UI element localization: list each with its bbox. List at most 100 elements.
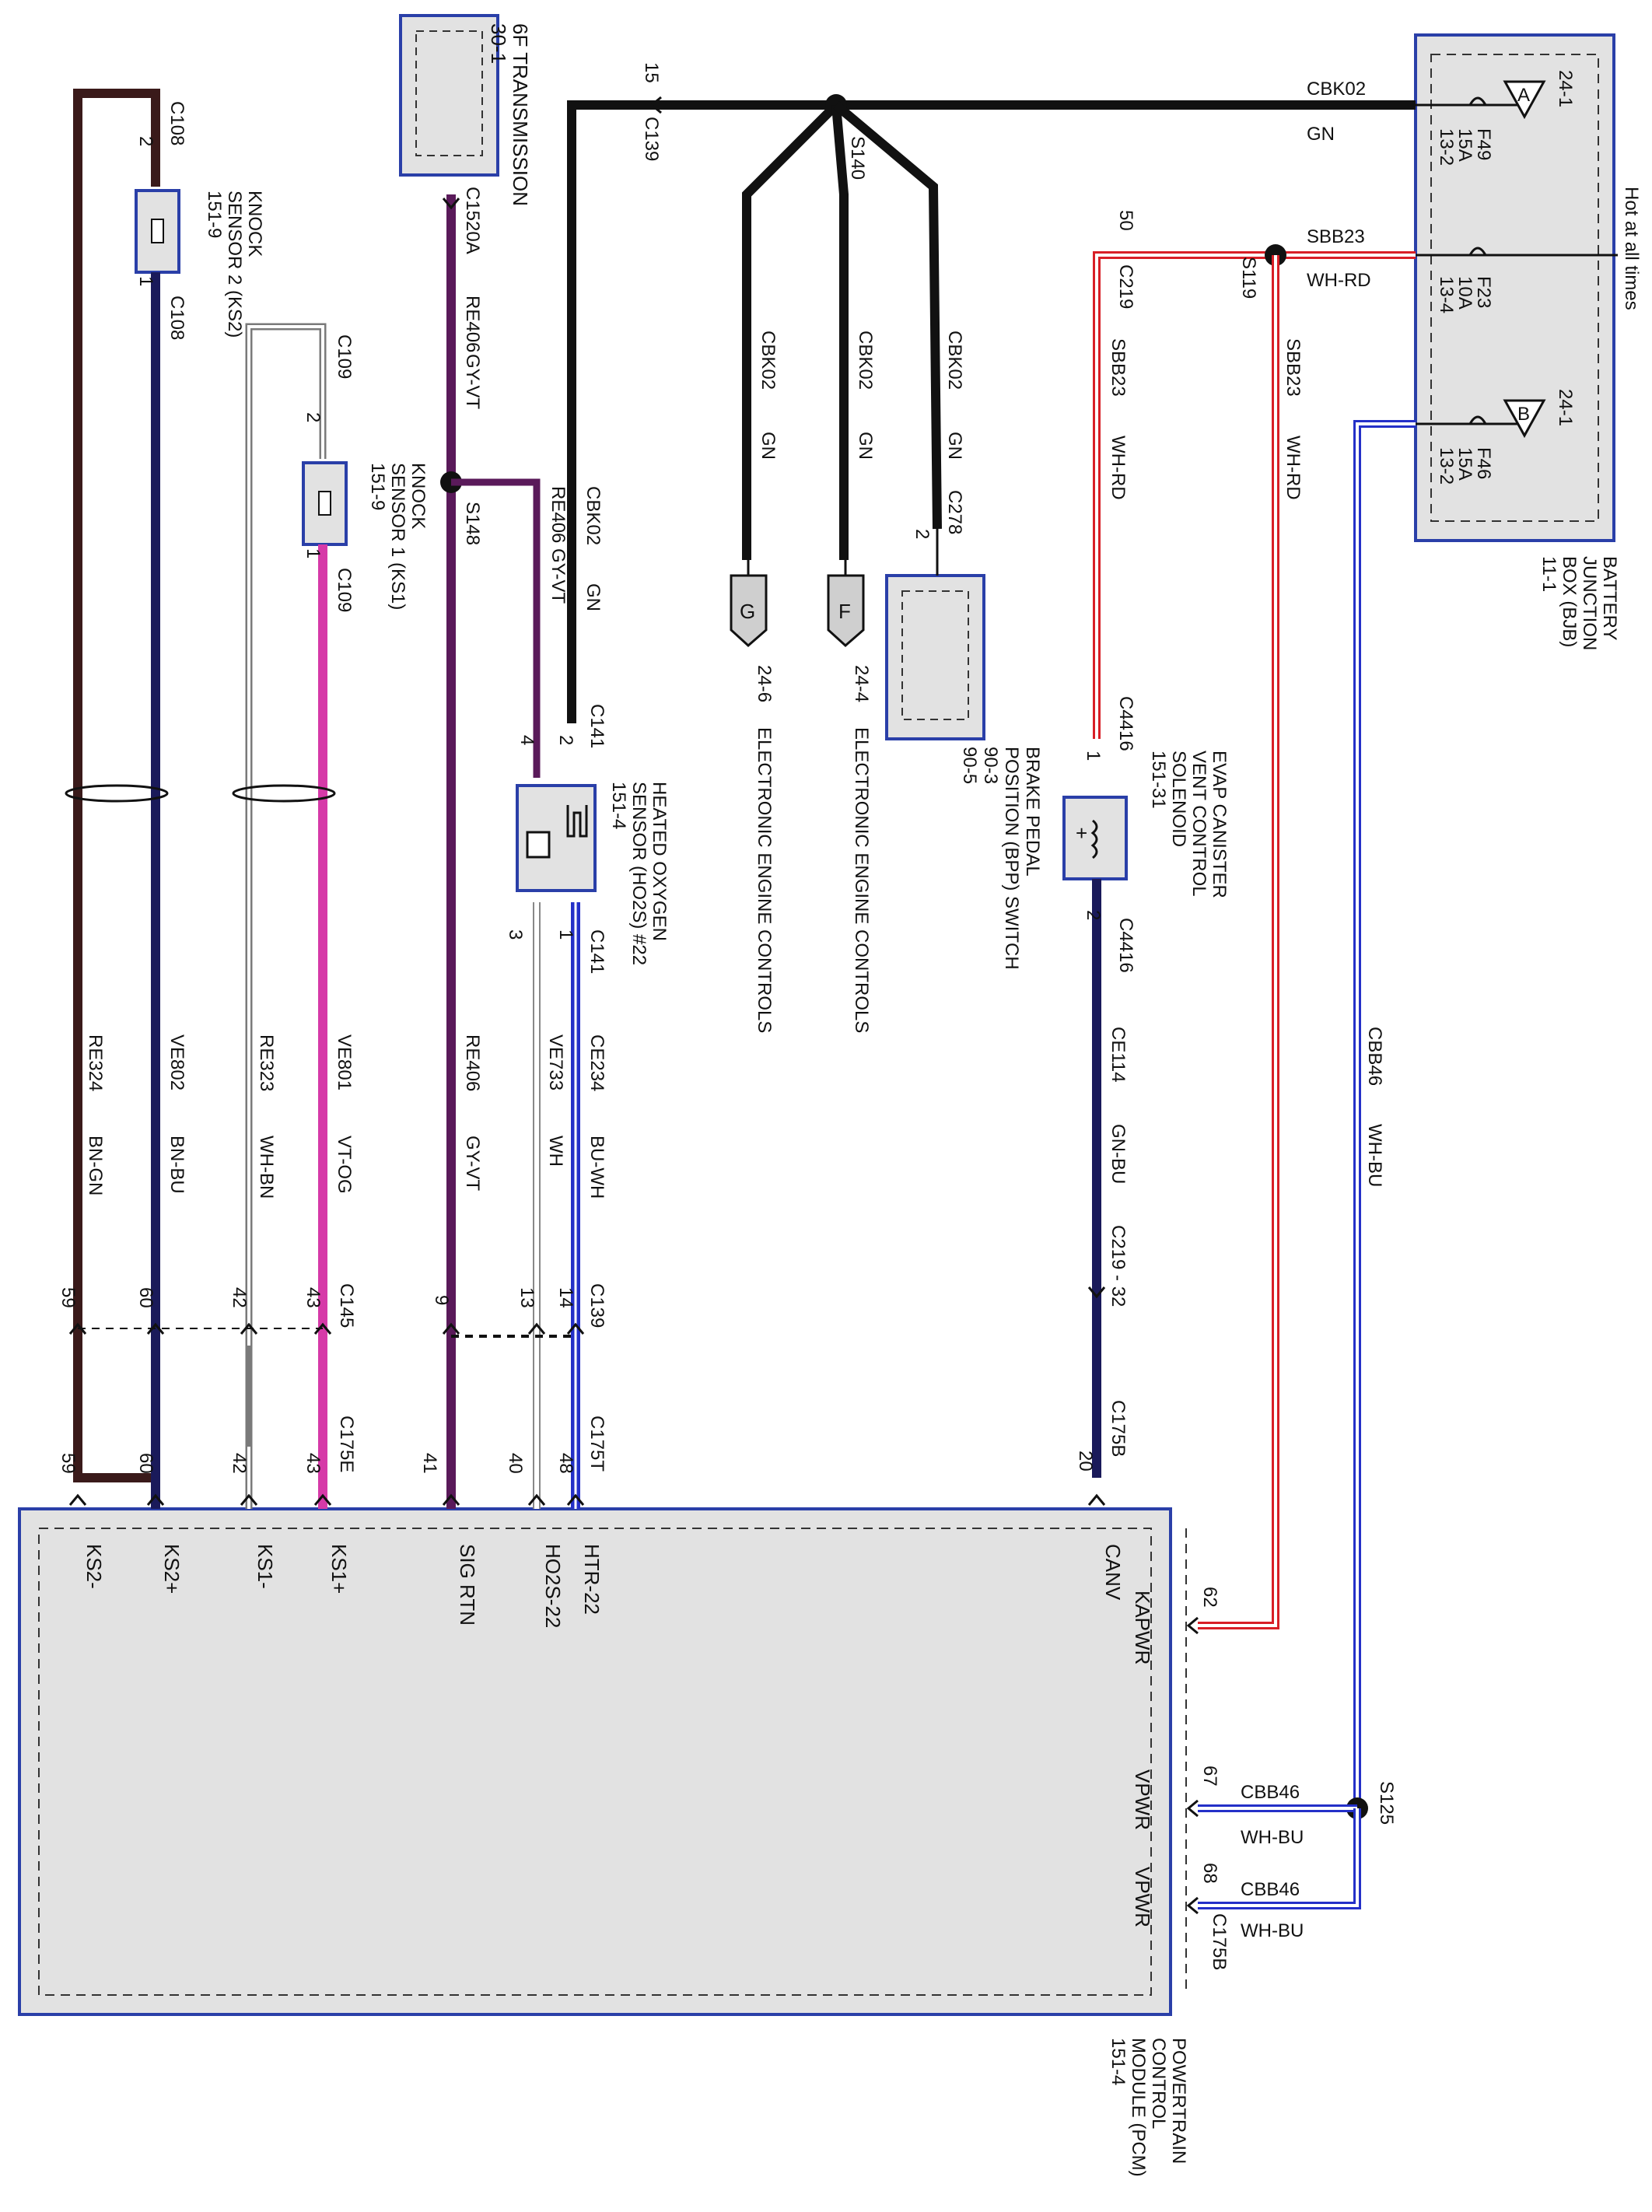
wire-label-vtog: VT-OG xyxy=(334,1136,355,1194)
pin-ho2s-3: 3 xyxy=(505,929,526,940)
wire-label-whbu-68: WH-BU xyxy=(1241,1920,1304,1941)
conn-c141-bottom: C141 xyxy=(586,929,607,974)
wire-label-gn-vert: GN xyxy=(583,583,604,611)
label-evap-2: VENT CONTROL xyxy=(1188,751,1209,897)
conn-g-shape xyxy=(730,574,768,648)
label-bjb-ref: 11-1 xyxy=(1538,556,1559,592)
bjb-inner-dashed xyxy=(1430,54,1599,522)
wire-label-whbu-vert: WH-BU xyxy=(1364,1124,1385,1187)
wire-label-ce114: CE114 xyxy=(1108,1027,1129,1083)
label-trans: 6F TRANSMISSION xyxy=(509,23,532,206)
wire-label-cbb46-67: CBB46 xyxy=(1241,1782,1300,1803)
ks2-crystal xyxy=(151,219,164,243)
fuse-f49-amp: 15A xyxy=(1454,128,1475,162)
wire-cbk02-bpp xyxy=(833,101,942,530)
pin-68: 68 xyxy=(1199,1863,1220,1884)
wire-label-gyvt-a: GY-VT xyxy=(462,354,483,409)
fuse-f23-amp: 10A xyxy=(1454,276,1475,310)
label-pcm-2: CONTROL xyxy=(1148,2038,1169,2129)
wire-cbb46-main xyxy=(1353,420,1416,1812)
splice-label-s140: S140 xyxy=(847,136,868,180)
pin-20: 20 xyxy=(1075,1451,1096,1472)
label-pcm-ref: 151-4 xyxy=(1108,2038,1129,2085)
wire-label-ve733: VE733 xyxy=(545,1034,566,1090)
label-evap-3: SOLENOID xyxy=(1168,751,1189,847)
conn-c4416-top: C4416 xyxy=(1115,696,1136,751)
ho2s-heater xyxy=(566,805,588,838)
label-pcm-1: POWERTRAIN xyxy=(1168,2038,1189,2164)
shield-ks1 xyxy=(232,784,336,803)
conn-g-letter: G xyxy=(740,600,755,623)
conn-c109-bottom: C109 xyxy=(334,568,355,612)
conn-c175t: C175T xyxy=(586,1416,607,1472)
wire-label-re406-a: RE406 xyxy=(462,296,483,352)
evap-coil xyxy=(1090,819,1098,859)
wire-label-re323: RE323 xyxy=(256,1034,277,1091)
conn-c219-top: C219 xyxy=(1115,264,1136,309)
label-bpp-1: BRAKE PEDAL xyxy=(1022,747,1043,877)
conn-c141-top: C141 xyxy=(586,704,607,748)
wire-label-re324: RE324 xyxy=(85,1034,106,1091)
fuse-tri-b: B xyxy=(1517,404,1530,425)
pcm-pin-vpwr2: VPWR xyxy=(1131,1867,1154,1927)
label-ks1-ref: 151-9 xyxy=(367,463,388,510)
wire-label-gyvt-c: GY-VT xyxy=(462,1136,483,1191)
pin-48: 48 xyxy=(555,1453,576,1474)
wire-cbb46-main-stripe xyxy=(1356,422,1416,1812)
pin-60-b: 60 xyxy=(135,1453,156,1474)
conn-c109-top: C109 xyxy=(334,334,355,379)
pin-42-a: 42 xyxy=(229,1287,250,1308)
wire-re323-stripe xyxy=(247,325,324,1509)
conn-c4416-bottom: C4416 xyxy=(1115,918,1136,973)
wire-label-gnbu: GN-BU xyxy=(1108,1124,1129,1184)
label-ks2-1: KNOCK xyxy=(244,191,265,257)
label-bjb-3: BOX (BJB) xyxy=(1559,556,1580,647)
wire-label-ve801: VE801 xyxy=(334,1034,355,1090)
pcm-pin-canv: CANV xyxy=(1101,1544,1125,1601)
fuse-f49-name: F49 xyxy=(1473,128,1494,160)
wire-label-whbu-67: WH-BU xyxy=(1241,1827,1304,1848)
pcm-pin-ks2m: KS2- xyxy=(82,1544,106,1589)
wire-cbk02-bus xyxy=(567,100,1416,723)
wire-label-whbn: WH-BN xyxy=(256,1136,277,1199)
trans-box xyxy=(399,14,499,177)
wire-label-cbk02-f: CBK02 xyxy=(855,331,876,390)
connector-chevrons xyxy=(68,96,1199,1915)
fuse-f46-name: F46 xyxy=(1473,447,1494,479)
splice-label-s148: S148 xyxy=(462,502,483,545)
wire-sbb23-a-stripe xyxy=(1095,254,1416,739)
conn-c145: C145 xyxy=(336,1283,357,1328)
bpp-box xyxy=(885,574,985,740)
wire-sbb23-b xyxy=(1198,255,1279,1629)
label-bpp-2: POSITION (BPP) SWITCH xyxy=(1001,747,1022,970)
pcm-pin-htr22: HTR-22 xyxy=(580,1544,604,1615)
ks1-crystal xyxy=(318,491,331,516)
fuse-tri-ref-a: 24-1 xyxy=(1555,70,1576,107)
wire-label-buwh: BU-WH xyxy=(586,1136,607,1199)
fuse-f23-ref: 13-4 xyxy=(1436,276,1457,313)
pin-67: 67 xyxy=(1199,1766,1220,1787)
pin-59-b: 59 xyxy=(58,1453,79,1474)
label-ho2s-2: SENSOR (HO2S) #22 xyxy=(628,782,649,965)
wire-label-cbk02-vert: CBK02 xyxy=(583,486,604,545)
pin-ho2s-1: 1 xyxy=(555,929,576,940)
conn-c278: C278 xyxy=(944,490,965,534)
pin-62: 62 xyxy=(1199,1587,1220,1608)
conn-c1520a: C1520A xyxy=(462,187,483,254)
fuse-f46 xyxy=(1468,399,1546,439)
conn-c108-bottom: C108 xyxy=(166,296,187,340)
wire-label-cbb46-vert: CBB46 xyxy=(1364,1027,1385,1086)
conn-c139-top: C139 xyxy=(641,117,662,161)
wire-sbb23-a xyxy=(1093,251,1416,739)
label-ks2-ref: 151-9 xyxy=(204,191,225,238)
splice-label-s125: S125 xyxy=(1376,1781,1397,1825)
wire-label-re406-c: RE406 xyxy=(462,1034,483,1091)
wire-label-ve802: VE802 xyxy=(166,1034,187,1090)
label-bpp-ref2: 90-5 xyxy=(959,747,980,784)
wire-label-bnbu: BN-BU xyxy=(166,1136,187,1194)
fuse-tri-ref-b: 24-1 xyxy=(1555,389,1576,426)
splice-label-s119: S119 xyxy=(1238,257,1259,299)
pcm-pin-ho2s22: HO2S-22 xyxy=(541,1544,565,1628)
trans-inner-dashed xyxy=(415,30,483,156)
